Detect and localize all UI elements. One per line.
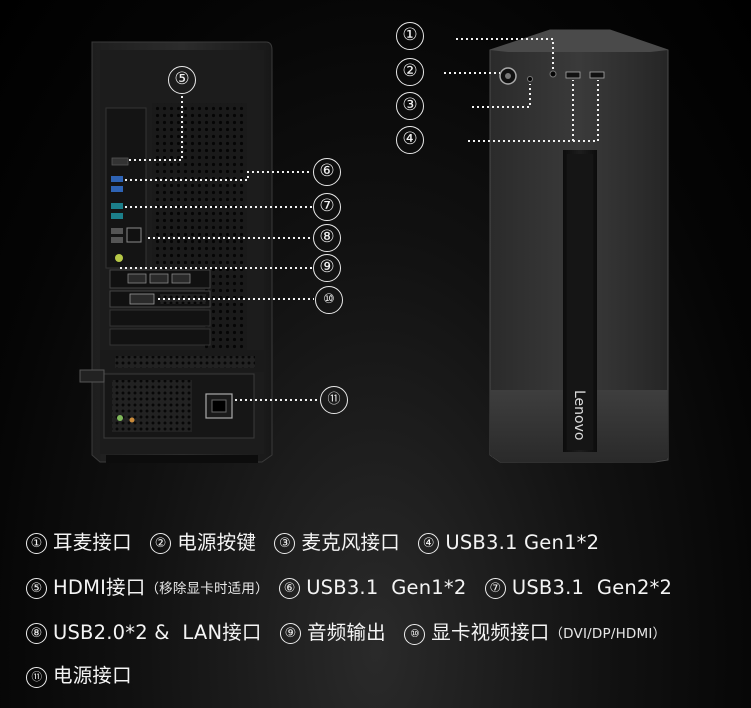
hdmi-port-shape: [111, 157, 129, 166]
audio-jack-shape: [115, 254, 123, 262]
callout-7: ⑦: [313, 193, 341, 221]
callout-1: ①: [396, 22, 424, 50]
callout-4: ④: [396, 126, 424, 154]
callout-10: ⑩: [315, 286, 343, 314]
rear-tower-illustration: Lenovo: [79, 29, 669, 463]
brand-logo: Lenovo: [571, 390, 587, 440]
front-usb-2: [589, 71, 605, 79]
front-usb-1: [565, 71, 581, 79]
headset-jack-shape: [549, 70, 557, 78]
callout-5: ⑤: [168, 66, 196, 94]
rear-vent-mesh: [152, 103, 247, 271]
callout-3: ③: [396, 92, 424, 120]
leader-lines: [120, 38, 599, 401]
mic-jack-shape: [527, 76, 533, 82]
callout-6: ⑥: [313, 158, 341, 186]
callout-9: ⑨: [313, 254, 341, 282]
callout-2: ②: [396, 58, 424, 86]
callout-8: ⑧: [313, 224, 341, 252]
lan-port-shape: [126, 227, 142, 243]
callout-11: ⑪: [320, 386, 348, 414]
